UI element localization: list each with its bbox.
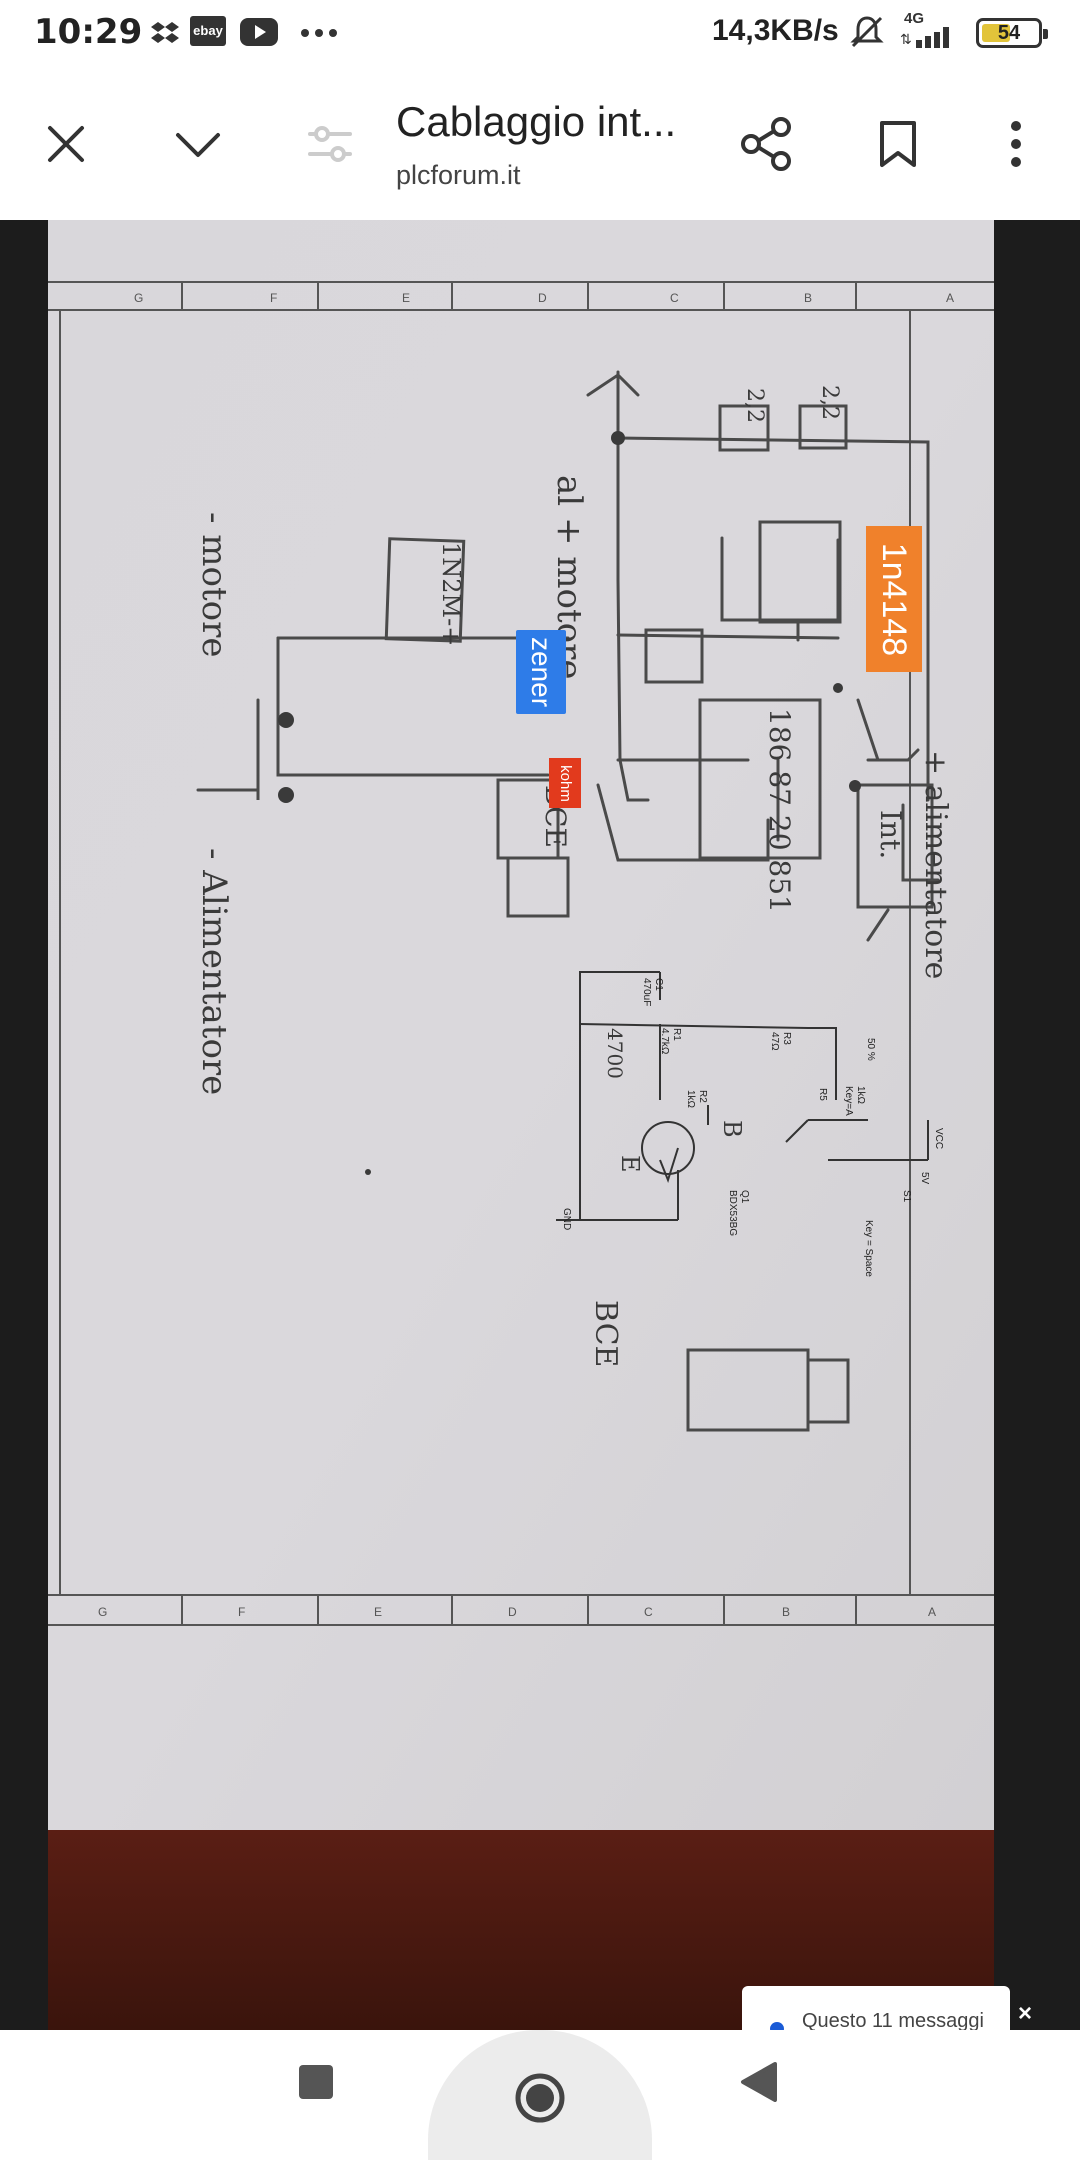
note-r4700: 4700 [603, 1028, 627, 1079]
back-button[interactable] [736, 2060, 780, 2104]
status-bar: 10:29 ebay 14,3KB/s 4G ⇅ 54 [0, 0, 1080, 66]
note-bce: BCE [588, 1300, 623, 1367]
app-bar: Cablaggio int... plcforum.it [0, 66, 1080, 221]
printed-schematic [556, 971, 929, 1221]
label-r3-val: 47Ω [769, 1032, 780, 1051]
note-switch: Int. [874, 810, 907, 859]
grid-letter: C [670, 291, 679, 305]
home-circle-icon [515, 2073, 565, 2123]
label-vcc: VCC [933, 1128, 944, 1149]
grid-letter: A [928, 1605, 936, 1619]
close-icon [48, 126, 84, 162]
status-time: 10:29 [34, 12, 143, 52]
overlay-label-kohm: kohm [549, 758, 581, 808]
share-icon [741, 117, 791, 171]
battery-level: 54 [997, 22, 1021, 44]
svg-text:⇅: ⇅ [900, 32, 912, 48]
label-r5-val: 1kΩ [855, 1086, 866, 1105]
page-settings-button[interactable] [294, 108, 366, 180]
note-r22b: 2,2 [817, 385, 842, 420]
note-transistor-code: 186 87 20 851 [763, 708, 796, 913]
overlay-label-1n4148: 1n4148 [866, 526, 922, 672]
grid-letter: C [644, 1605, 653, 1619]
grid-letter: G [98, 1605, 107, 1619]
page-url[interactable]: plcforum.it [396, 160, 521, 190]
label-r5-pct: 50 % [865, 1038, 876, 1061]
label-q1-val: BDX53BG [727, 1190, 738, 1236]
grid-letter: B [782, 1605, 790, 1619]
chevron-down-icon [176, 133, 220, 157]
network-speed: 14,3KB/s [712, 14, 839, 47]
grid-letter: F [270, 291, 277, 305]
grid-letter: D [538, 291, 547, 305]
grid-letter: B [804, 291, 812, 305]
overlay-label-zener: zener [516, 630, 566, 714]
home-button[interactable] [510, 2068, 570, 2128]
mute-icon [850, 16, 884, 48]
recents-square-icon [299, 2065, 333, 2099]
label-c1: C1 [653, 978, 664, 991]
bookmark-icon [880, 121, 916, 167]
label-s1-key: Key = Space [863, 1220, 874, 1277]
label-r1-val: 4.7kΩ [659, 1028, 670, 1055]
label-r3: R3 [781, 1032, 792, 1045]
note-supply-plus: + alimentatore [918, 750, 953, 979]
label-r2: R2 [697, 1090, 708, 1103]
note-supply-minus: - Alimentatore [194, 848, 234, 1095]
schematic-photo[interactable]: A B C D E F G A B C D E F G [48, 220, 994, 2030]
network-type: 4G [904, 10, 925, 27]
ebay-icon: ebay [190, 16, 226, 46]
label-r5-key: Key=A [843, 1086, 854, 1116]
chat-close-button[interactable]: × [1018, 2000, 1033, 2027]
label-vcc-val: 5V [919, 1172, 930, 1185]
image-viewer[interactable]: A B C D E F G A B C D E F G [0, 220, 1080, 2030]
battery-icon: 54 [976, 18, 1048, 48]
grid-letter: E [374, 1605, 382, 1619]
grid-letter: F [238, 1605, 245, 1619]
label-r2-val: 1kΩ [685, 1090, 696, 1109]
note-pin-e: E [616, 1155, 644, 1173]
label-s1: S1 [901, 1190, 912, 1203]
back-triangle-icon [741, 2062, 777, 2102]
dropbox-icon [151, 22, 179, 43]
signal-icon: ⇅ [900, 27, 949, 48]
more-options-button[interactable] [980, 108, 1052, 180]
label-c1-val: 470uF [641, 978, 652, 1006]
share-button[interactable] [730, 108, 802, 180]
collapse-button[interactable] [162, 108, 234, 180]
label-r5: R5 [817, 1088, 828, 1101]
note-lm: 1N2M-+ [437, 542, 465, 646]
label-q1: Q1 [739, 1190, 750, 1204]
note-motor-minus: - motore [194, 512, 234, 658]
more-vert-icon [1011, 121, 1021, 167]
settings-sliders-icon [308, 126, 352, 162]
note-r22a: 2,2 [742, 388, 767, 423]
youtube-icon [240, 18, 278, 46]
grid-letter: G [134, 291, 143, 305]
page-title[interactable]: Cablaggio int... [396, 98, 677, 145]
label-r1: R1 [671, 1028, 682, 1041]
recents-button[interactable] [294, 2060, 338, 2104]
close-button[interactable] [30, 108, 102, 180]
note-pin-b: B [718, 1120, 746, 1138]
more-notifications-icon [301, 29, 337, 37]
grid-letter: E [402, 291, 410, 305]
bookmark-button[interactable] [862, 108, 934, 180]
label-gnd: GND [561, 1208, 572, 1230]
chat-card-text: Questo 11 messaggi [802, 2010, 984, 2032]
grid-letter: A [946, 291, 954, 305]
grid-letter: D [508, 1605, 517, 1619]
